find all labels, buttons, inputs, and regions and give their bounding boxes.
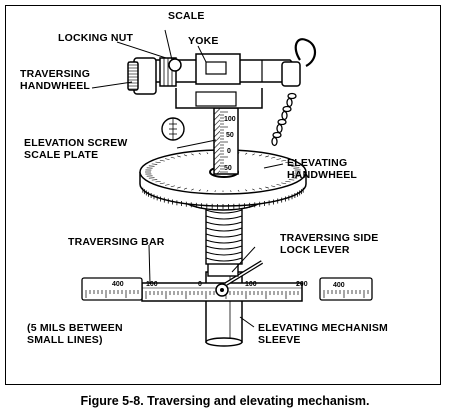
- screw-number-1: 50: [226, 132, 234, 139]
- left-scale-plate: [81, 277, 143, 301]
- elevation-screw-scale-plate: [213, 107, 239, 175]
- screw-number-2: 0: [227, 148, 231, 155]
- label-lock-lever-2: LOCK LEVER: [280, 244, 350, 256]
- bar-number-0: 400: [112, 281, 124, 288]
- chain: [271, 38, 317, 147]
- label-elevation-screw-2: SCALE PLATE: [24, 149, 99, 161]
- scale-detail-disc: [161, 117, 185, 141]
- bar-number-1: 100: [146, 281, 158, 288]
- scale-ring: [168, 58, 182, 72]
- traversing-side-lock-lever: [207, 260, 264, 297]
- label-elevation-screw-1: ELEVATION SCREW: [24, 137, 128, 149]
- label-traversing-handwheel-1: TRAVERSING: [20, 68, 91, 80]
- traversing-handwheel: [127, 57, 157, 95]
- label-traversing-handwheel-2: HANDWHEEL: [20, 80, 91, 92]
- label-yoke: YOKE: [188, 35, 219, 47]
- yoke: [175, 88, 263, 109]
- screw-number-0: 100: [224, 116, 236, 123]
- label-lock-lever-1: TRAVERSING SIDE: [280, 232, 379, 244]
- leader-lines: [91, 29, 284, 328]
- label-scale: SCALE: [168, 10, 205, 22]
- label-elevating-handwheel-2: HANDWHEEL: [287, 169, 358, 181]
- right-scale-plate-outer: [319, 277, 373, 301]
- figure-frame: [5, 5, 441, 385]
- bar-number-4: 200: [296, 281, 308, 288]
- label-locking-nut: LOCKING NUT: [58, 32, 134, 44]
- figure-caption: Figure 5-8. Traversing and elevating mec…: [80, 394, 370, 408]
- bar-scale-ticks: [145, 291, 299, 299]
- screw-number-3: 50: [224, 165, 232, 172]
- label-traversing-bar: TRAVERSING BAR: [68, 236, 165, 248]
- bar-number-2: 0: [198, 281, 202, 288]
- label-sleeve-2: SLEEVE: [258, 334, 301, 346]
- label-mils-note-2: SMALL LINES): [27, 334, 103, 346]
- bar-number-3: 100: [245, 281, 257, 288]
- label-mils-note-1: (5 MILS BETWEEN: [27, 322, 123, 334]
- bar-number-5: 400: [333, 282, 345, 289]
- label-elevating-handwheel-1: ELEVATING: [287, 157, 348, 169]
- label-sleeve-1: ELEVATING MECHANISM: [258, 322, 388, 334]
